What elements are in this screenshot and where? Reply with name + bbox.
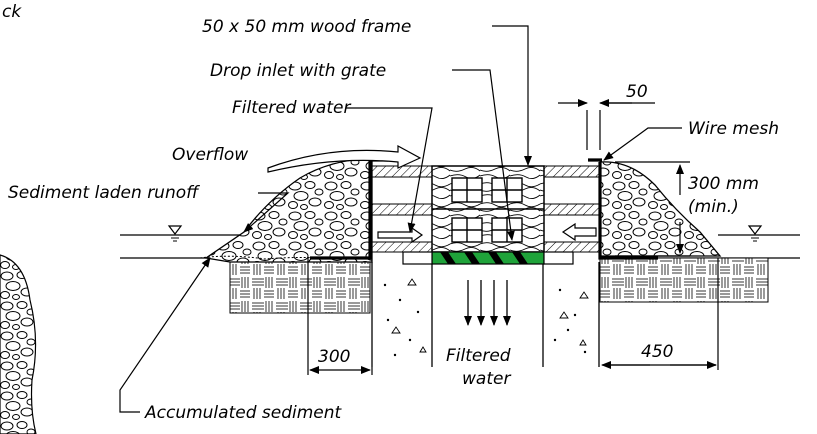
grate-windows [451, 177, 523, 243]
wood-board-top-right [543, 165, 601, 178]
leader-filtered-water [346, 107, 433, 233]
leader-wood-frame [492, 25, 532, 166]
label-height-min: (min.) [688, 197, 739, 217]
concrete-wall-right [543, 262, 599, 367]
label-filtered-water-bottom-1: Filtered [446, 346, 511, 366]
rock-fragment-left [0, 254, 37, 434]
overflow-arrow [267, 144, 422, 173]
label-sediment-runoff: Sediment laden runoff [8, 183, 200, 203]
concrete-specks [383, 278, 589, 357]
label-dim-50: 50 [626, 82, 648, 102]
water-level-icon-right [747, 225, 763, 242]
leader-accumulated-sediment [119, 257, 211, 413]
filtered-water-down-arrows [464, 280, 511, 326]
soil-right [599, 257, 769, 303]
wood-board-mid-right [543, 203, 601, 216]
concrete-wall-left [372, 262, 432, 367]
label-drop-inlet: Drop inlet with grate [210, 61, 386, 81]
label-dim-300: 300 [318, 347, 350, 367]
leader-sediment-runoff [243, 192, 290, 233]
label-overflow: Overflow [172, 145, 248, 165]
dimension-300-left [307, 258, 373, 375]
label-accumulated-sediment: Accumulated sediment [144, 403, 343, 423]
wood-board-bottom-right [543, 241, 601, 253]
label-dim-450: 450 [641, 342, 673, 362]
dimension-50 [558, 99, 655, 150]
wood-board-top-left [371, 165, 433, 178]
label-wood-frame: 50 x 50 mm wood frame [202, 17, 411, 37]
leader-drop-inlet [452, 69, 515, 241]
label-wire-mesh: Wire mesh [688, 119, 779, 139]
wood-board-bottom-left [371, 241, 433, 253]
soil-left [229, 257, 371, 314]
dimension-450-right [601, 258, 719, 370]
grate-base [431, 251, 545, 265]
gravel-berm-left [204, 157, 373, 263]
label-filtered-water-bottom-2: water [462, 369, 511, 389]
water-level-icon-left [167, 225, 183, 242]
wire-mesh-right [588, 158, 658, 260]
dimension-300mm [615, 161, 690, 257]
leader-wire-mesh [603, 127, 682, 161]
gravel-berm-right [599, 161, 722, 257]
flow-arrows-inside [377, 222, 597, 244]
label-filtered-water-top: Filtered water [232, 98, 351, 118]
wood-board-mid-left [371, 203, 433, 216]
top-left-fragment-label: ck [2, 2, 22, 22]
label-height-value: 300 mm [688, 174, 759, 194]
